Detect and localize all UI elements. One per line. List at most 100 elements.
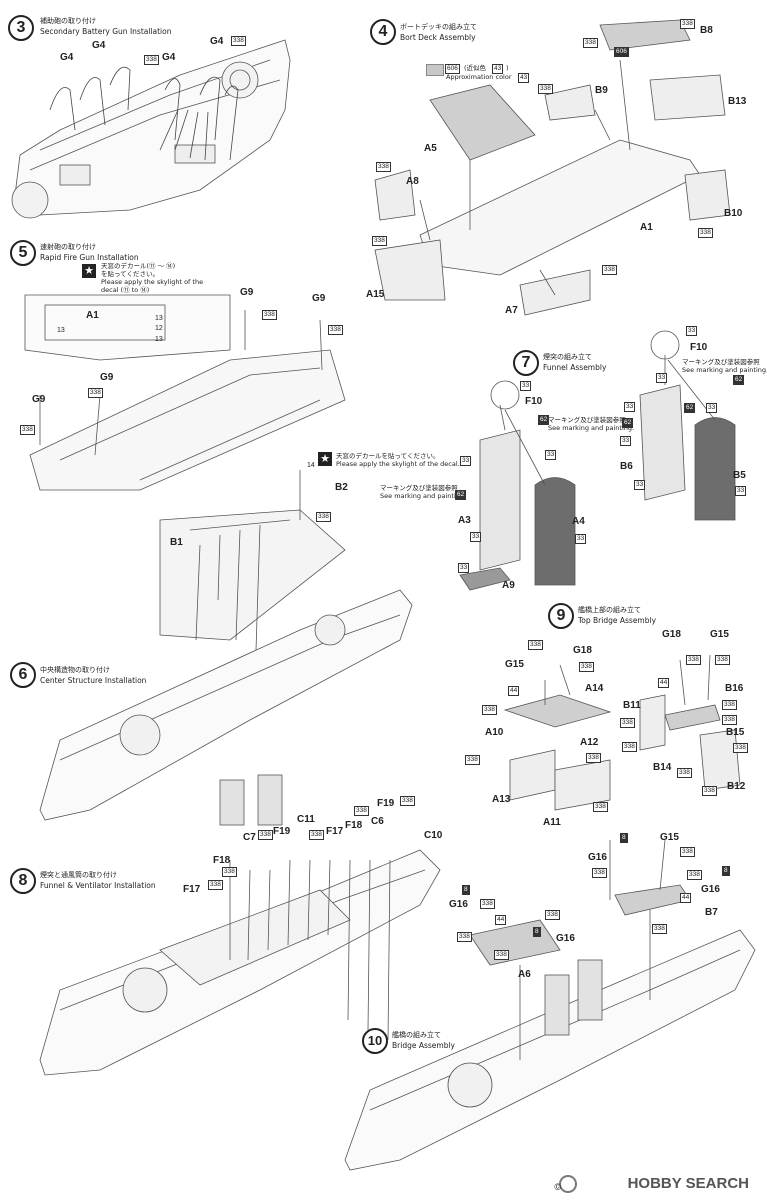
part-label-g9d: G9 — [32, 394, 46, 405]
paint-code-62-e: 62 — [684, 403, 696, 413]
paint-code-338-ae: 338 — [309, 830, 324, 840]
part-label-c11: C11 — [297, 814, 315, 825]
paint-code-338-aj: 338 — [680, 847, 695, 857]
part-label-g16d: G16 — [556, 933, 575, 944]
part-label-g9a: G9 — [240, 287, 254, 298]
step-title-jp-8: 煙突と通風筒の取り付け — [40, 871, 117, 879]
star-icon-2: ★ — [318, 452, 332, 466]
paint-code-8-b: 8 — [722, 866, 730, 876]
paint-code-44-b: 44 — [658, 678, 670, 688]
part-label-g16c: G16 — [449, 899, 468, 910]
part-label-b11: B11 — [623, 700, 641, 711]
paint-code-338-j: 338 — [262, 310, 277, 320]
decal-note-en-a: Please apply the skylight of the — [101, 278, 204, 286]
decal-note-jp-a: 天窓のデカール(⑪ ～ ⑭) — [101, 262, 176, 270]
paint-code-338-l: 338 — [88, 388, 103, 398]
paint-code-62-b: 62 — [455, 490, 467, 500]
step6-ship — [39, 470, 413, 821]
step-number-8: 8 — [10, 868, 36, 894]
decal-num-13-b: 13 — [155, 315, 163, 322]
step-title-en-3: Secondary Battery Gun Installation — [40, 27, 172, 36]
part-label-a1-step5: A1 — [86, 310, 99, 321]
part-label-a4: A4 — [572, 516, 585, 527]
part-label-b8: B8 — [700, 25, 713, 36]
paint-code-33-l: 33 — [634, 480, 646, 490]
paint-code-338-x: 338 — [620, 718, 635, 728]
watermark-logo-icon — [559, 1175, 577, 1193]
approx-color-number: 43 — [492, 64, 504, 74]
step-number-5: 5 — [10, 240, 36, 266]
step-title-en-7: Funnel Assembly — [543, 363, 607, 372]
paint-code-338-ab: 338 — [677, 768, 692, 778]
paint-code-33-c: 33 — [545, 450, 557, 460]
approx-color-en: Approximation color — [446, 73, 512, 81]
paint-code-8-d: 8 — [533, 927, 541, 937]
step4-deck — [374, 19, 731, 316]
part-label-a5: A5 — [424, 143, 437, 154]
part-label-g18a: G18 — [573, 645, 592, 656]
part-label-g4a: G4 — [60, 52, 74, 63]
paint-code-62-c: 62 — [733, 375, 745, 385]
part-label-c10: C10 — [424, 830, 443, 841]
paint-code-62-a: 62 — [538, 415, 550, 425]
part-label-g15a: G15 — [505, 659, 524, 670]
marking-note-en-1: See marking and painting. — [548, 424, 635, 432]
marking-note-jp-2: マーキング及び塗装図参照 — [380, 484, 458, 492]
part-label-g9b: G9 — [312, 293, 326, 304]
step-title-jp-4: ボートデッキの組み立て — [400, 23, 477, 31]
step3-hull — [11, 39, 291, 219]
part-label-a14: A14 — [585, 683, 604, 694]
decal-note-en-b: decal (⑪ to ⑭) — [101, 286, 150, 294]
part-label-b10: B10 — [724, 208, 743, 219]
paint-code-33-a: 33 — [520, 381, 532, 391]
part-label-b12: B12 — [727, 781, 746, 792]
paint-code-338-o: 338 — [528, 640, 543, 650]
step10-ship — [344, 839, 756, 1171]
paint-code-338-ag: 338 — [354, 806, 369, 816]
part-label-a9: A9 — [502, 580, 515, 591]
paint-code-338-am: 338 — [652, 924, 667, 934]
paint-code-338-ah: 338 — [222, 867, 237, 877]
part-label-g16a: G16 — [588, 852, 607, 863]
paint-code-338-w: 338 — [722, 700, 737, 710]
paint-code-338-t: 338 — [593, 802, 608, 812]
paint-code-338-i: 338 — [372, 236, 387, 246]
paint-code-338-ac: 338 — [702, 786, 717, 796]
step-number-4: 4 — [370, 19, 396, 45]
paint-code-606-a: 606 — [614, 47, 629, 57]
part-label-b14: B14 — [653, 762, 672, 773]
star-icon: ★ — [82, 264, 96, 278]
marking-note-en-2: See marking and painting. — [380, 492, 467, 500]
step-number-3: 3 — [8, 15, 34, 41]
part-label-g15b: G15 — [710, 629, 729, 640]
part-label-a11: A11 — [543, 817, 561, 828]
part-label-a13: A13 — [492, 794, 511, 805]
paint-code-33-e: 33 — [458, 563, 470, 573]
part-label-g4c: G4 — [162, 52, 176, 63]
paint-code-338-al: 338 — [687, 870, 702, 880]
paint-code-33-m: 33 — [735, 486, 747, 496]
decal-num-14: 14 — [307, 462, 315, 469]
paint-code-8-c: 8 — [462, 885, 470, 895]
step-title-en-5: Rapid Fire Gun Installation — [40, 253, 139, 262]
part-label-a15: A15 — [366, 289, 385, 300]
paint-code-338-af: 338 — [400, 796, 415, 806]
paint-code-33-f: 33 — [575, 534, 587, 544]
step5-deck — [24, 294, 346, 491]
part-label-b15: B15 — [726, 727, 745, 738]
part-label-b1: B1 — [170, 537, 183, 548]
part-label-g15c: G15 — [660, 832, 679, 843]
part-label-g18b: G18 — [662, 629, 681, 640]
paint-code-338-g: 338 — [698, 228, 713, 238]
part-label-b9: B9 — [595, 85, 608, 96]
paint-code-338-q: 338 — [482, 705, 497, 715]
part-label-g9c: G9 — [100, 372, 114, 383]
step9-bridges — [503, 654, 741, 811]
part-label-f19a: F19 — [273, 826, 291, 837]
part-label-a12: A12 — [580, 737, 599, 748]
paint-code-338-m: 338 — [20, 425, 35, 435]
step3-guns — [49, 66, 239, 161]
watermark-text: HOBBY SEARCH — [627, 1175, 749, 1192]
step-title-jp-5: 速射砲の取り付け — [40, 243, 96, 251]
